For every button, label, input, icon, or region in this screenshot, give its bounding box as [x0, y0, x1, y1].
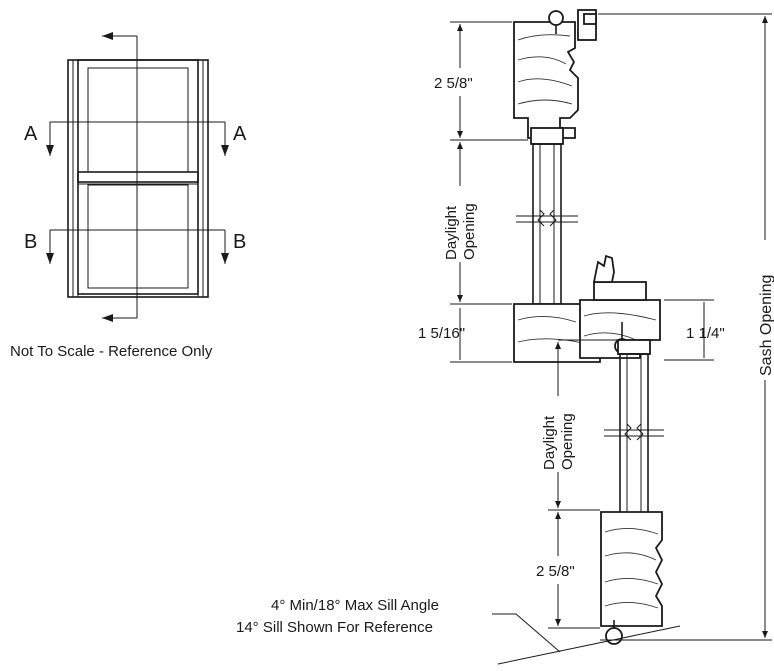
sill-note-line2: 14° Sill Shown For Reference	[236, 619, 433, 636]
section-b-label-left: B	[24, 231, 37, 253]
dim-sash-opening: Sash Opening	[598, 13, 774, 641]
dim-mid-left: 1 5/16"	[418, 308, 512, 363]
sill-line	[497, 625, 681, 665]
meeting-rail	[77, 171, 199, 185]
upper-glass	[516, 127, 578, 305]
elevation-view: A A B B Not To Scale - Reference Only	[10, 32, 247, 360]
sill-note-line1: 4° Min/18° Max Sill Angle	[271, 597, 439, 614]
daylight-upper-line2: Opening	[461, 203, 478, 260]
dim-top-label: 2 5/8"	[434, 75, 473, 92]
daylight-upper-line1: Daylight	[443, 205, 460, 260]
sash-opening-label: Sash Opening	[758, 275, 774, 376]
dim-daylight-lower: Daylight Opening	[541, 339, 618, 511]
lower-sash	[77, 171, 199, 295]
head-profile	[513, 9, 597, 139]
dim-bottom: 2 5/8"	[536, 512, 600, 629]
window-frame	[67, 59, 209, 298]
daylight-lower-line1: Daylight	[541, 415, 558, 470]
section-b-label-right: B	[233, 231, 246, 253]
dim-top: 2 5/8"	[434, 21, 528, 141]
dim-bottom-label: 2 5/8"	[536, 563, 575, 580]
weatherstrip-bulb-bottom	[605, 627, 623, 645]
bottom-rail-profile	[600, 511, 664, 645]
section-a-label-left: A	[24, 123, 38, 145]
dim-mid-right: 1 1/4"	[664, 299, 725, 361]
dim-mid-right-label: 1 1/4"	[686, 325, 725, 342]
daylight-lower-line2: Opening	[559, 413, 576, 470]
section-a-label-right: A	[233, 123, 247, 145]
sill-note: 4° Min/18° Max Sill Angle 14° Sill Shown…	[236, 597, 561, 653]
dim-daylight-upper: Daylight Opening	[443, 142, 512, 305]
scale-note: Not To Scale - Reference Only	[10, 343, 213, 360]
weatherstrip-bulb-top	[548, 10, 564, 26]
dim-mid-left-label: 1 5/16"	[418, 325, 465, 342]
section-view: 2 5/8" Daylight Opening 1 5/16" 1 1/4"	[236, 9, 774, 665]
lower-glass	[604, 339, 664, 523]
upper-sash	[77, 59, 199, 183]
sill-note-leader	[492, 613, 561, 653]
lock-hardware	[592, 254, 615, 283]
